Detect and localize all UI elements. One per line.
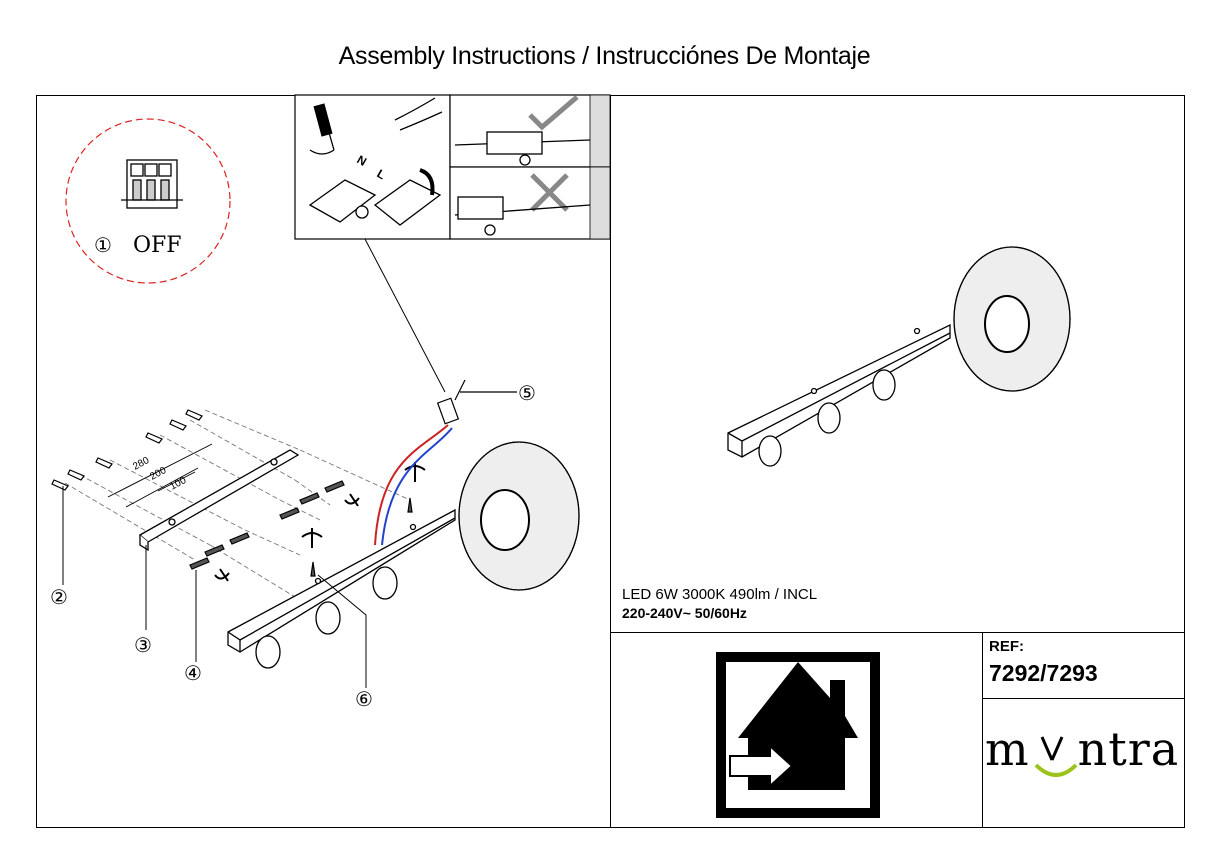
spec-line-1: LED 6W 3000K 490lm / INCL [622, 586, 818, 603]
ref-divider [982, 632, 984, 828]
cross-icon [530, 173, 569, 212]
terminal-block-icon [308, 179, 442, 226]
off-label: OFF [133, 233, 182, 258]
fixture-bar-left [227, 441, 580, 669]
brand-caret-icon [1040, 736, 1064, 761]
callout-leaders [62, 486, 367, 688]
center-divider [610, 95, 612, 828]
correct-install-inset [449, 94, 611, 168]
circuit-breaker-icon [121, 159, 183, 209]
callout-6: ⑥ [355, 687, 373, 711]
fixture-assembled [727, 246, 1071, 467]
mounting-bracket [138, 449, 300, 552]
brand-name-left: m [985, 722, 1030, 776]
callout-2: ② [50, 585, 68, 609]
step-number: ① [94, 233, 112, 257]
indoor-use-icon [716, 652, 880, 818]
checkmark-icon [528, 95, 579, 131]
dimension-100: 100 [168, 475, 188, 493]
spec-line-2: 220-240V~ 50/60Hz [622, 605, 747, 621]
wrong-install-inset [449, 166, 611, 240]
callout-4: ④ [184, 661, 202, 685]
rotate-arrow-icons [214, 462, 426, 582]
brand-smile-icon [1034, 763, 1078, 777]
page-title: Assembly Instructions / Instrucciónes De… [338, 42, 871, 70]
ref-label: REF: [989, 638, 1024, 655]
connector-block-icon [436, 379, 517, 425]
brand-name-right: ntra [1077, 722, 1180, 776]
live-wire [374, 424, 449, 546]
wiring-inset: N L [294, 94, 451, 240]
power-off-step: ① OFF [65, 118, 231, 284]
dimension-lines [107, 443, 213, 508]
wall-plug-icons [51, 409, 203, 491]
neutral-wire [381, 427, 453, 546]
screw-icons [189, 480, 413, 577]
brand-divider [982, 698, 1185, 700]
dimension-280: 280 [131, 455, 151, 473]
ref-value: 7292/7293 [989, 660, 1098, 686]
drill-guide-lines [64, 409, 411, 601]
spec-divider [610, 632, 1185, 634]
callout-5: ⑤ [518, 381, 536, 405]
callout-3: ③ [134, 633, 152, 657]
screwdriver-icon [309, 103, 335, 155]
